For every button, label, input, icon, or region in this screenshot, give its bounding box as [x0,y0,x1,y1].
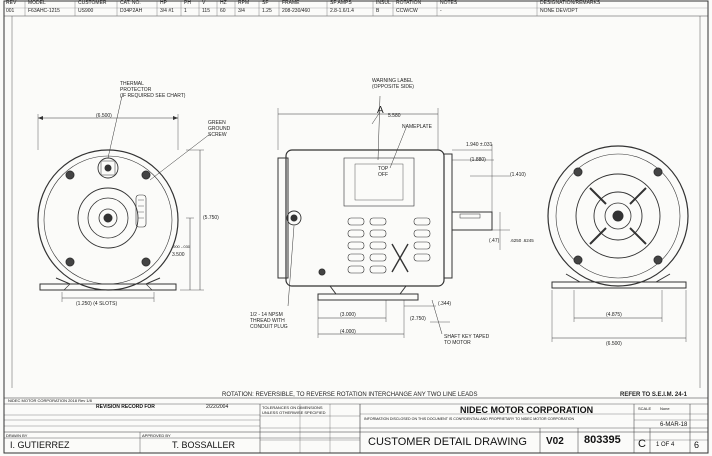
dim-height: (5.750) [203,215,219,221]
header-value: B [376,8,380,14]
rotation-note: ROTATION: REVERSIBLE, TO REVERSE ROTATIO… [222,392,478,398]
dim-47: (.47) [489,238,500,244]
revision-code: V02 [546,436,564,447]
dim-shaft-height-tolerance: .000 -.030 [172,244,191,249]
scale-value: None [660,406,670,411]
header-label: INSUL [376,0,391,6]
title-block-lines [4,397,708,453]
drawn-by-name: I. GUTIERREZ [10,440,70,450]
header-label: ROTATION [396,0,422,6]
header-value: 60 [220,8,226,14]
header-value: F63AHC-1215 [28,8,60,14]
confidential-disclaimer: INFORMATION DISCLOSED ON THIS DOCUMENT I… [364,417,575,421]
header-value: 1.25 [262,8,272,14]
revision-heading: REVISION RECORD FOR [96,404,155,410]
header-label: HZ [220,0,227,6]
dim-6500-right: (6.500) [606,341,622,347]
header-value: NONE DEV/OPT [540,8,578,14]
section-mark: A [377,105,384,116]
sheet-size: C [638,438,646,450]
drawing-date: 6-MAR-18 [660,422,688,428]
left-end-view [37,95,211,302]
company-name: NIDEC MOTOR CORPORATION [460,405,594,415]
dim-4000: (4.000) [340,329,356,335]
sheet-revision: 6 [694,440,700,450]
copyright-text: NIDEC MOTOR CORPORATION 2018 Rev 1/8 [8,398,92,403]
header-value: - [440,8,442,14]
header-label: SF AMPS [330,0,352,6]
scale-label: SCALE [638,406,652,411]
dim-2750: (2.750) [410,316,426,322]
motor-tag-top: TOP [378,166,389,172]
dim-344: (.344) [438,301,452,307]
header-label: FRAME [282,0,300,6]
dim-shaft-height: 3.500 [172,252,185,258]
dim-580: 5.580 [388,113,401,119]
motor-tag-bottom: OFF [378,172,388,178]
side-view [277,95,510,338]
header-label: HP [160,0,167,6]
thermal-protector-label: THERMAL PROTECTOR (IF REQUIRED SEE CHART… [120,81,186,99]
header-value: 3/4 [238,8,245,14]
drawing-number: 803395 [584,434,621,446]
dim-1410: (1.410) [510,172,526,178]
drawing-title: CUSTOMER DETAIL DRAWING [368,436,527,448]
header-label: CUSTOMER [78,0,107,6]
drawn-by-label: DRAWN BY [6,433,28,438]
right-end-view [547,145,689,342]
header-label: CAT. NO. [120,0,141,6]
header-value: US900 [78,8,94,14]
header-label: V [202,0,206,6]
revision-date: 2/22/2004 [206,404,229,410]
dim-shaft-diameter: .6250 .6245 [510,238,534,243]
refer-note: REFER TO S.E.I.M. 24-1 [620,392,687,398]
green-ground-screw-label: GREEN GROUND SCREW [208,120,231,138]
dim-overall-width: (6.500) [96,113,112,119]
header-label: SF [262,0,269,6]
header-value: 208-230/460 [282,8,311,14]
header-label: MODEL [28,0,46,6]
header-label: RPM [238,0,250,6]
header-label: REV [6,0,17,6]
header-label: NOTES [440,0,458,6]
tolerances-heading: TOLERANCES ON DIMENSIONS [262,405,323,410]
nameplate-label: NAMEPLATE [402,124,432,130]
approved-by-name: T. BOSSALLER [172,440,236,450]
header-value: 1 [184,8,187,14]
dim-slots: (1.250) (4 SLOTS) [76,301,118,307]
dim-3000: (3.000) [340,312,356,318]
header-label: PH [184,0,191,6]
warning-label-text: WARNING LABEL (OPPOSITE SIDE) [372,78,414,90]
sheet-count: 1 OF 4 [656,442,675,448]
header-value: CCW/CW [396,8,418,14]
approved-by-label: APPROVED BY [142,433,171,438]
dim-shaft-extension: 1.940 ±.031 [466,142,493,148]
tolerances-subheading: UNLESS OTHERWISE SPECIFIED [262,410,326,415]
header-value: 115 [202,8,210,14]
dim-4875: (4.875) [606,312,622,318]
header-value: 001 [6,8,15,14]
header-value: D34P2AH [120,8,143,14]
shaft-key-label: SHAFT KEY TAPED TO MOTOR [444,334,490,346]
dim-1880: (1.880) [470,157,486,163]
conduit-plug-label: 1/2 - 14 NPSM THREAD WITH CONDUIT PLUG [250,312,288,330]
header-value: 2.8-1.6/1.4 [330,8,354,14]
header-value: 3/4 #1 [160,8,174,14]
header-label: DESIGNATION/REMARKS [540,0,601,6]
